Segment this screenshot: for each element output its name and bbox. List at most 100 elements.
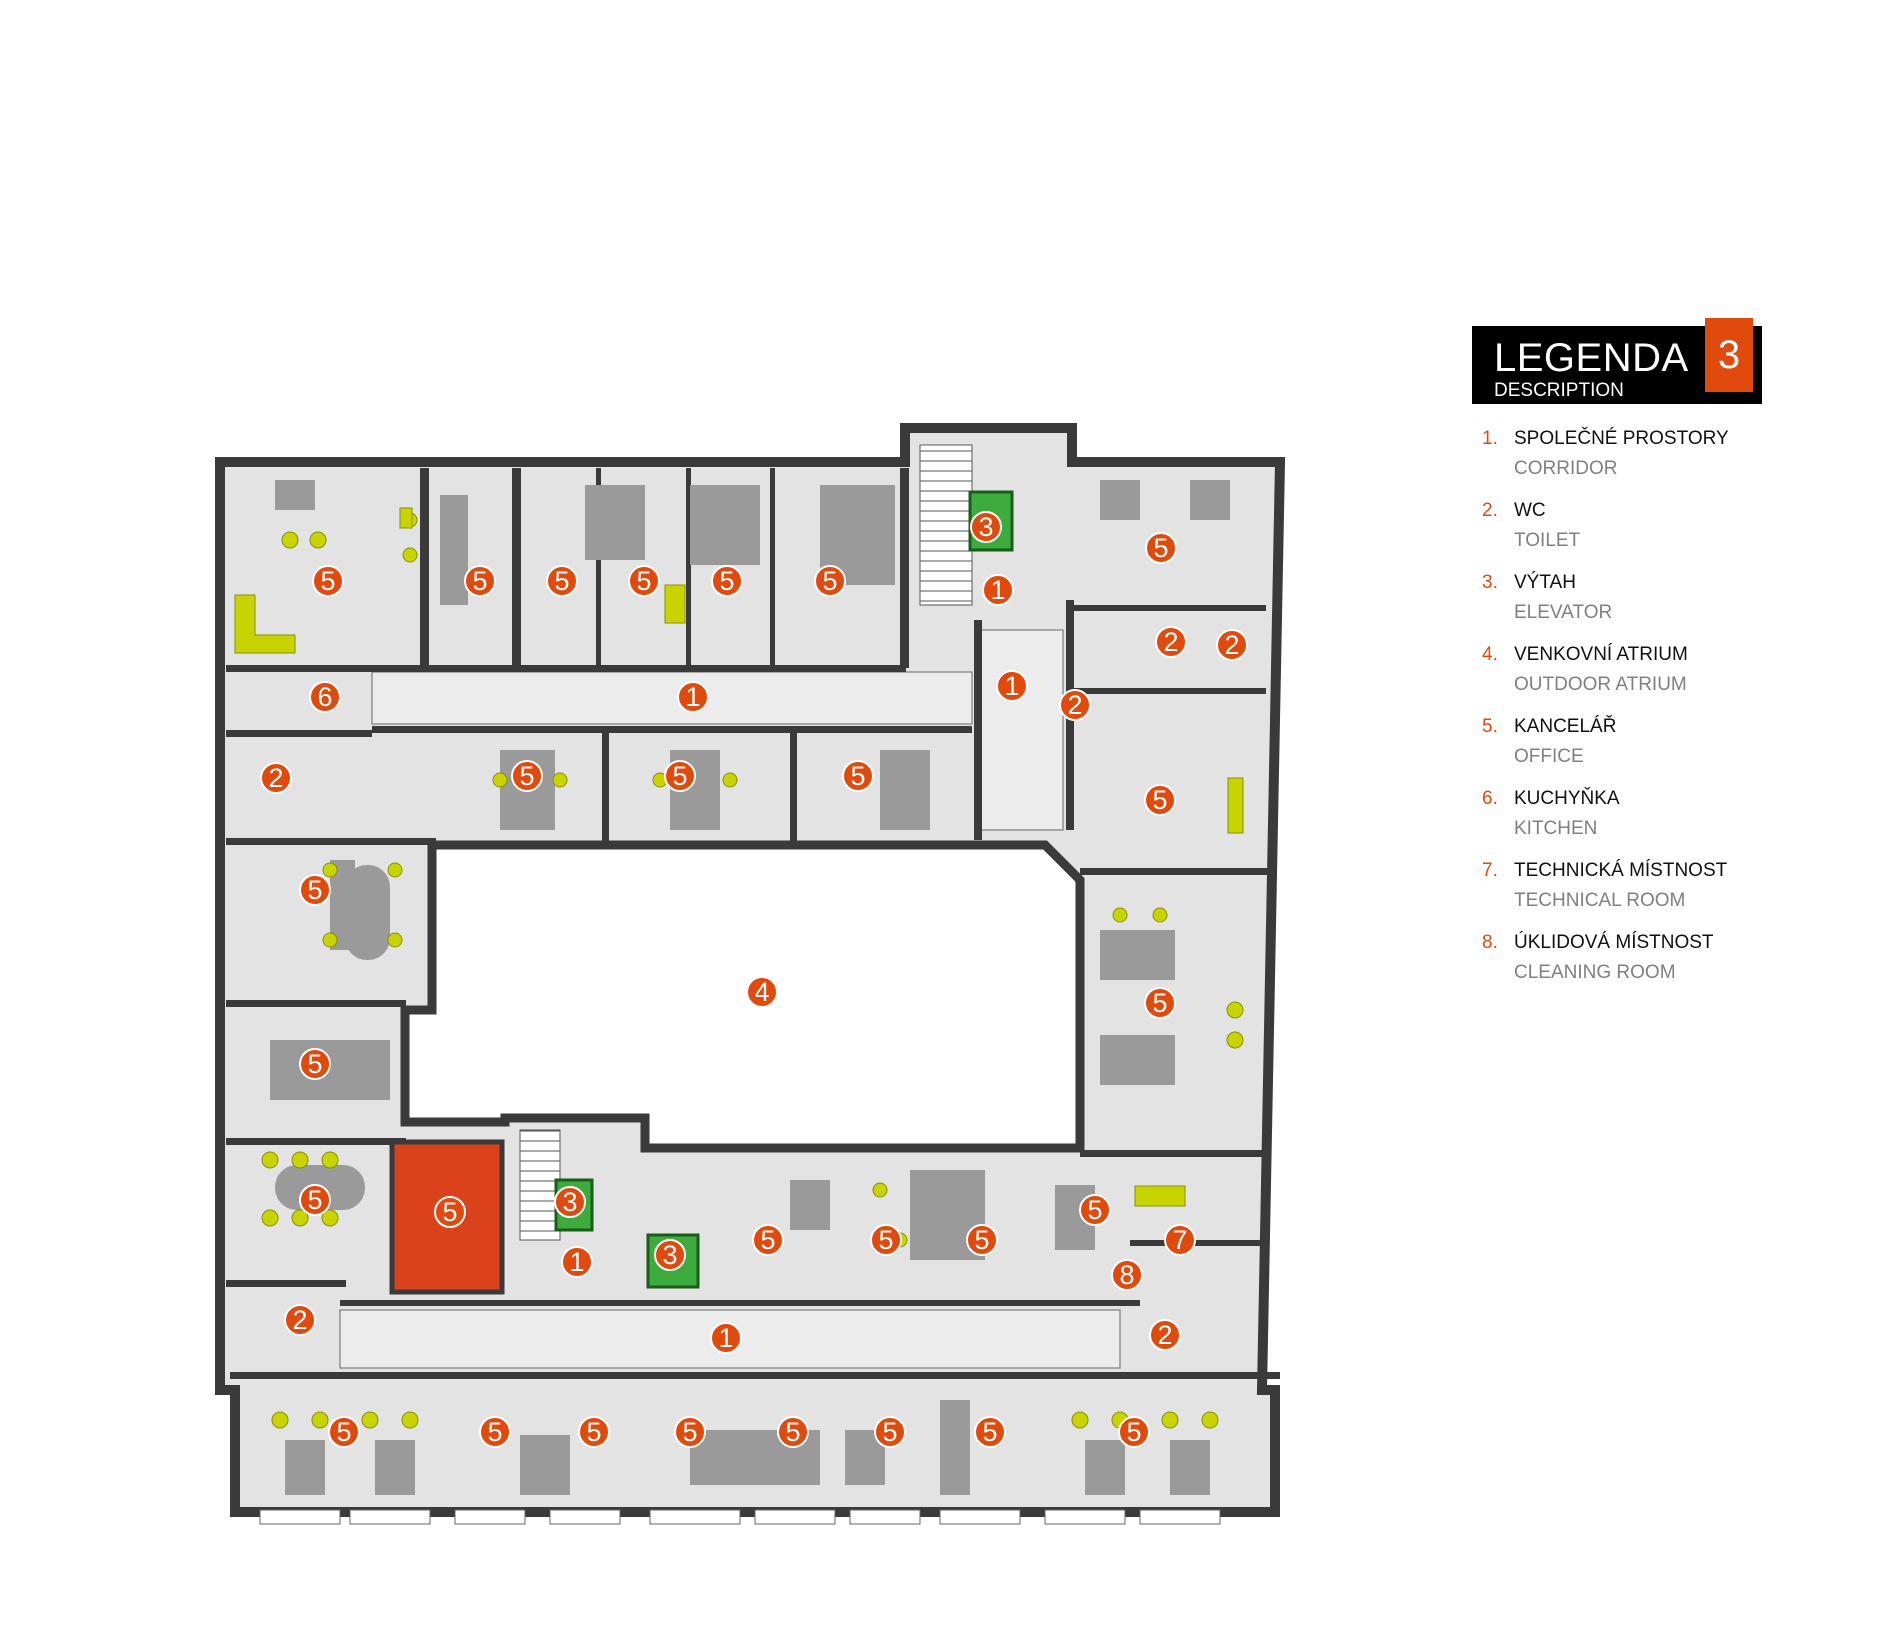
svg-text:2: 2 (1163, 627, 1178, 657)
marker-5-office-w3[interactable]: 5 (299, 1184, 331, 1216)
sofas (234, 507, 1244, 1207)
stairs-north (919, 444, 973, 606)
marker-7-technical-room[interactable]: 7 (1164, 1224, 1196, 1256)
marker-2-wc-northeast-c[interactable]: 2 (1059, 689, 1091, 721)
marker-5-office-n5[interactable]: 5 (711, 565, 743, 597)
legend-item: 7. TECHNICKÁ MÍSTNOST TECHNICAL ROOM (1472, 856, 1772, 916)
svg-text:2: 2 (292, 1305, 307, 1335)
marker-5-office-s5[interactable]: 5 (777, 1416, 809, 1448)
marker-5-office-s8[interactable]: 5 (1118, 1416, 1150, 1448)
legend-item-number: 8. (1482, 932, 1498, 953)
marker-2-wc-southeast[interactable]: 2 (1149, 1319, 1181, 1351)
svg-text:5: 5 (472, 566, 487, 596)
legend-title: LEGENDA (1494, 336, 1689, 380)
svg-text:1: 1 (718, 1323, 733, 1353)
svg-text:5: 5 (1087, 1195, 1102, 1225)
marker-5-office-s-inner2[interactable]: 5 (870, 1224, 902, 1256)
legend-item-label-en: OUTDOOR ATRIUM (1514, 674, 1687, 695)
svg-text:3: 3 (662, 1240, 677, 1270)
svg-text:2: 2 (1224, 630, 1239, 660)
marker-2-wc-southwest[interactable]: 2 (284, 1304, 316, 1336)
legend-item-label-en: TECHNICAL ROOM (1514, 890, 1686, 911)
marker-2-wc-northeast-b[interactable]: 2 (1216, 629, 1248, 661)
marker-3-elevator-south-a[interactable]: 3 (554, 1186, 586, 1218)
legend-item-number: 3. (1482, 572, 1498, 593)
legend-item-number: 5. (1482, 716, 1498, 737)
legend-item-label-cz: VENKOVNÍ ATRIUM (1514, 644, 1688, 665)
marker-5-office-n1[interactable]: 5 (312, 565, 344, 597)
marker-5-office-n3[interactable]: 5 (546, 565, 578, 597)
svg-text:5: 5 (487, 1417, 502, 1447)
marker-3-elevator-north[interactable]: 3 (970, 511, 1002, 543)
marker-5-office-s-inner3[interactable]: 5 (966, 1224, 998, 1256)
marker-2-wc-northeast-a[interactable]: 2 (1155, 626, 1187, 658)
svg-text:5: 5 (682, 1417, 697, 1447)
marker-3-elevator-south-b[interactable]: 3 (654, 1239, 686, 1271)
window-frames (259, 1509, 1221, 1525)
marker-5-office-n4[interactable]: 5 (628, 565, 660, 597)
marker-5-office-s6[interactable]: 5 (874, 1416, 906, 1448)
svg-text:2: 2 (1067, 690, 1082, 720)
svg-text:5: 5 (760, 1225, 775, 1255)
marker-5-office-n2[interactable]: 5 (464, 565, 496, 597)
marker-5-office-east[interactable]: 5 (1144, 987, 1176, 1019)
legend-list: 1. SPOLEČNÉ PROSTORY CORRIDOR 2. WC TOIL… (1472, 424, 1772, 988)
marker-1-south-stairs[interactable]: 1 (561, 1246, 593, 1278)
legend-item: 2. WC TOILET (1472, 496, 1772, 556)
svg-text:5: 5 (307, 1185, 322, 1215)
legend-item-label-en: ELEVATOR (1514, 602, 1613, 623)
svg-text:5: 5 (982, 1417, 997, 1447)
legend-item-label-en: TOILET (1514, 530, 1581, 551)
legend-item: 8. ÚKLIDOVÁ MÍSTNOST CLEANING ROOM (1472, 928, 1772, 988)
marker-5-office-s4[interactable]: 5 (674, 1416, 706, 1448)
marker-5-office-highlighted[interactable]: 5 (434, 1196, 466, 1228)
marker-6-kitchen[interactable]: 6 (309, 681, 341, 713)
svg-text:7: 7 (1172, 1225, 1187, 1255)
marker-1-elevator-hall[interactable]: 1 (982, 574, 1014, 606)
marker-5-office-inner-n1[interactable]: 5 (511, 760, 543, 792)
marker-5-office-s7[interactable]: 5 (974, 1416, 1006, 1448)
svg-text:6: 6 (317, 682, 332, 712)
marker-1-east-corridor[interactable]: 1 (996, 670, 1028, 702)
marker-1-north-corridor[interactable]: 1 (677, 681, 709, 713)
marker-5-office-s1[interactable]: 5 (328, 1416, 360, 1448)
marker-5-office-w1[interactable]: 5 (299, 874, 331, 906)
marker-1-south-corridor[interactable]: 1 (710, 1322, 742, 1354)
svg-text:5: 5 (519, 761, 534, 791)
legend-item: 6. KUCHYŇKA KITCHEN (1472, 784, 1772, 844)
marker-5-office-east-top[interactable]: 5 (1144, 784, 1176, 816)
marker-4-atrium[interactable]: 4 (746, 976, 778, 1008)
legend-item-label-cz: VÝTAH (1514, 572, 1576, 593)
legend: LEGENDA DESCRIPTION 3 1. SPOLEČNÉ PROSTO… (1472, 318, 1772, 1000)
legend-item: 5. KANCELÁŘ OFFICE (1472, 712, 1772, 772)
marker-5-office-s2[interactable]: 5 (479, 1416, 511, 1448)
legend-item-label-en: CLEANING ROOM (1514, 962, 1676, 983)
legend-item-number: 7. (1482, 860, 1498, 881)
svg-text:5: 5 (1152, 988, 1167, 1018)
legend-header: LEGENDA DESCRIPTION 3 (1472, 318, 1762, 404)
marker-5-office-inner-n2[interactable]: 5 (664, 760, 696, 792)
marker-2-wc-northwest[interactable]: 2 (260, 762, 292, 794)
marker-8-cleaning-room[interactable]: 8 (1111, 1259, 1143, 1291)
svg-text:5: 5 (878, 1225, 893, 1255)
marker-5-office-s3[interactable]: 5 (578, 1416, 610, 1448)
svg-text:5: 5 (442, 1197, 457, 1227)
stairs-south (519, 1129, 561, 1241)
svg-text:5: 5 (785, 1417, 800, 1447)
legend-item-number: 4. (1482, 644, 1498, 665)
svg-text:5: 5 (307, 1049, 322, 1079)
svg-text:5: 5 (307, 875, 322, 905)
svg-text:5: 5 (1126, 1417, 1141, 1447)
marker-5-office-inner-n3[interactable]: 5 (842, 760, 874, 792)
marker-5-office-se-inner[interactable]: 5 (1079, 1194, 1111, 1226)
floor-number-badge: 3 (1705, 318, 1753, 392)
svg-text:5: 5 (336, 1417, 351, 1447)
marker-5-office-w2[interactable]: 5 (299, 1048, 331, 1080)
marker-5-office-n6[interactable]: 5 (814, 565, 846, 597)
svg-text:5: 5 (320, 566, 335, 596)
marker-5-office-ne[interactable]: 5 (1145, 532, 1177, 564)
marker-5-office-s-inner1[interactable]: 5 (752, 1224, 784, 1256)
svg-text:5: 5 (882, 1417, 897, 1447)
